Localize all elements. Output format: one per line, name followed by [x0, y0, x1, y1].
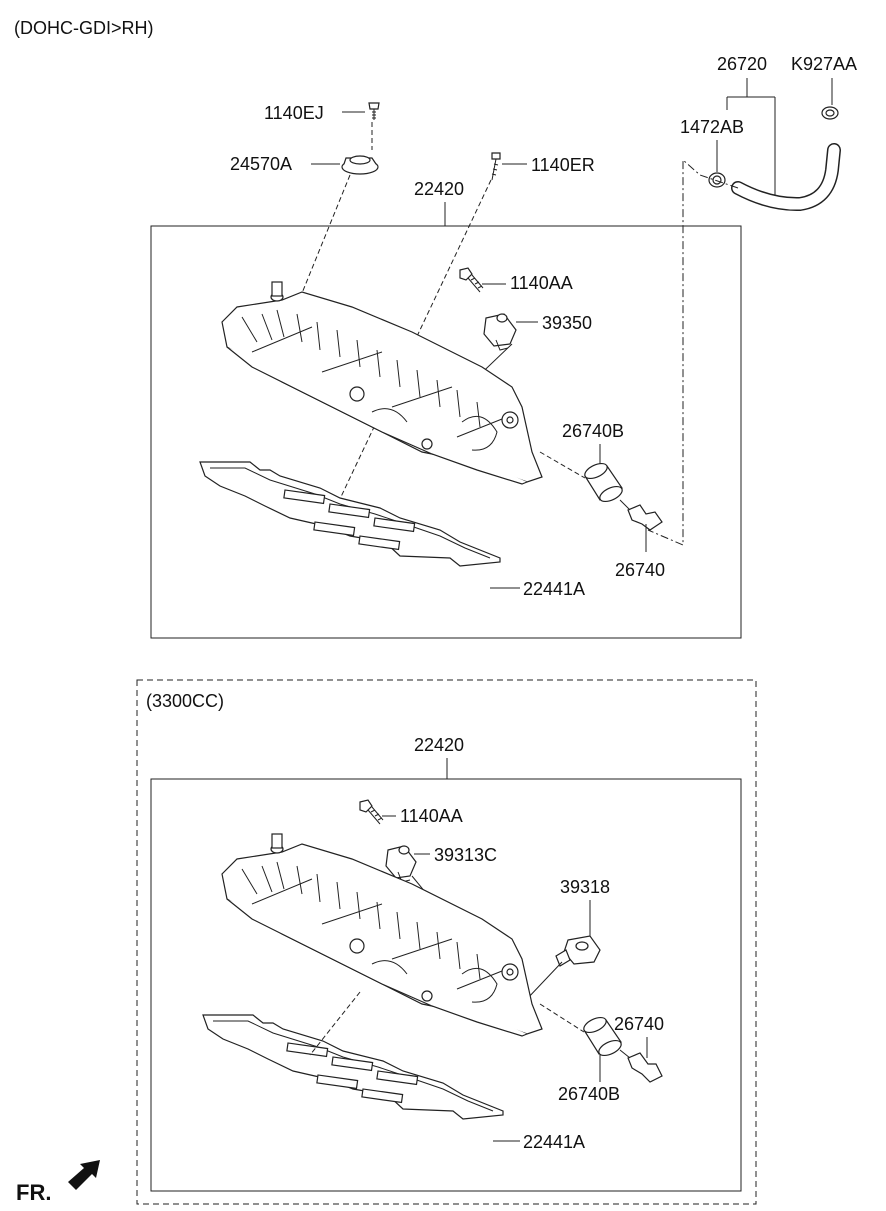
part-label-26720: 26720: [717, 54, 767, 74]
sensor-39318-guide: [525, 961, 563, 1001]
leader-26720: [726, 78, 776, 200]
bolt-1140AA: [459, 267, 484, 293]
hose-route-line: [647, 158, 739, 546]
grommet-26740B-b: [583, 1016, 622, 1057]
bolt-1140ER: [491, 152, 501, 181]
part-label-26740-b: 26740: [614, 1014, 664, 1034]
front-direction-label: FR.: [16, 1180, 51, 1205]
part-label-26740B-b: 26740B: [558, 1084, 620, 1104]
part-label-22420: 22420: [414, 179, 464, 199]
part-label-1472AB: 1472AB: [680, 117, 744, 137]
cap-guide-line: [299, 122, 373, 299]
sensor-39350: [483, 313, 517, 351]
front-arrow-icon: [68, 1160, 100, 1190]
pcv-valve-26740-b: [619, 1049, 663, 1083]
grommet-guide-line: [539, 451, 586, 479]
part-label-1140AA-b: 1140AA: [400, 806, 463, 826]
sensor-39313C: [385, 845, 417, 883]
grommet-guide-line-b: [539, 1003, 585, 1033]
part-label-1140ER: 1140ER: [531, 155, 595, 175]
screw-1140EJ: [368, 102, 380, 120]
part-label-26740: 26740: [615, 560, 665, 580]
part-label-39318: 39318: [560, 877, 610, 897]
assembly-frame-2: [150, 778, 742, 1192]
breather-hose: [731, 143, 841, 212]
part-label-1140EJ: 1140EJ: [264, 103, 324, 123]
variant-label-3300cc: (3300CC): [146, 691, 224, 711]
part-label-22420-b: 22420: [414, 735, 464, 755]
grommet-26740B: [584, 462, 623, 503]
variant-frame-3300cc: [136, 679, 757, 1205]
part-label-26740B: 26740B: [562, 421, 624, 441]
part-label-24570A: 24570A: [230, 154, 292, 174]
variant-label: (DOHC-GDI>RH): [14, 18, 154, 38]
part-label-1140AA: 1140AA: [510, 273, 573, 293]
assembly-frame-1: [150, 225, 742, 639]
hose-clamp-K927AA: [821, 106, 839, 120]
pcv-valve-26740: [619, 499, 663, 531]
gasket-guide-line-b: [309, 991, 361, 1056]
oil-cap-24570A: [341, 155, 379, 175]
bolt-1140AA-b: [359, 799, 384, 825]
valve-cover-22420: [221, 281, 543, 485]
hose-clamp-1472AB: [708, 172, 726, 188]
part-label-22441A: 22441A: [523, 579, 585, 599]
part-label-39313C: 39313C: [434, 845, 497, 865]
sensor-39318: [555, 935, 601, 967]
part-label-39350: 39350: [542, 313, 592, 333]
gasket-22441A-b: [202, 1014, 504, 1120]
part-label-K927AA: K927AA: [791, 54, 857, 74]
part-label-22441A-b: 22441A: [523, 1132, 585, 1152]
